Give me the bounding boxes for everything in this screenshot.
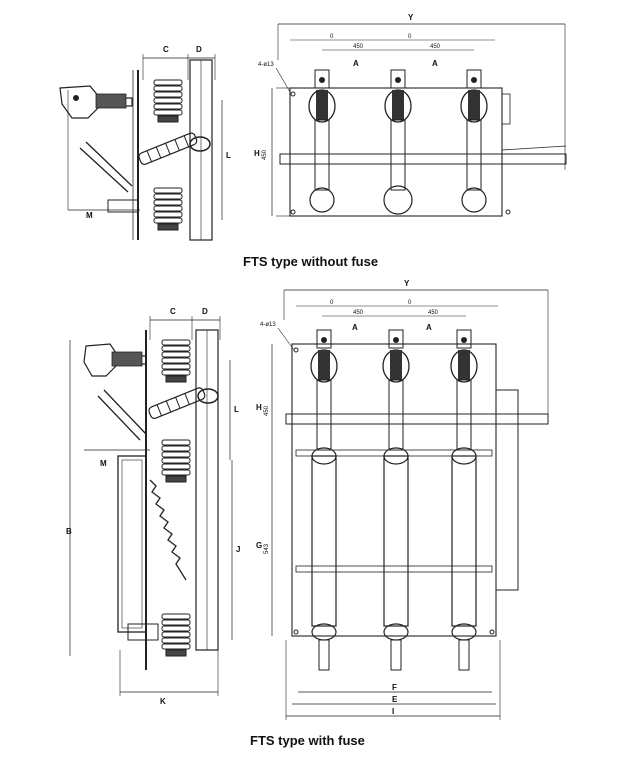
svg-text:450: 450 (264, 405, 270, 416)
bot-dim-G: G (256, 541, 262, 550)
bot-dim-K: K (160, 697, 166, 706)
top-dim-D: D (196, 45, 202, 54)
bot-dim-B: B (66, 527, 72, 536)
svg-text:450: 450 (430, 44, 441, 50)
top-dim-A1: A (353, 59, 359, 68)
bot-dim-F: F (392, 683, 397, 692)
bot-dim-H: H (256, 403, 262, 412)
bottom-side-view: C D L J (66, 307, 240, 706)
bot-dim-A2: A (426, 323, 432, 332)
bot-dim-I: I (392, 707, 394, 716)
bottom-front-view: Y 0 0 450 450 A A 4-ø13 H 450 G 543 (256, 279, 549, 720)
caption-with-fuse: FTS type with fuse (250, 733, 365, 748)
bot-dim-C: C (170, 307, 176, 316)
svg-text:450: 450 (353, 44, 364, 50)
top-side-view: C D L M (59, 45, 231, 241)
svg-text:450: 450 (262, 149, 268, 160)
caption-without-fuse: FTS type without fuse (243, 254, 379, 269)
svg-text:0: 0 (408, 34, 412, 40)
svg-text:543: 543 (264, 543, 270, 554)
svg-text:450: 450 (353, 310, 364, 316)
bot-dim-L: L (234, 405, 239, 414)
top-dim-Y: Y (408, 13, 414, 22)
bot-dim-E: E (392, 695, 398, 704)
top-front-view: Y 0 0 450 450 A A 4-ø13 H 450 (254, 13, 567, 217)
top-dim-M: M (86, 211, 93, 220)
top-dim-H: H (254, 149, 260, 158)
svg-text:0: 0 (408, 300, 412, 306)
bot-dim-D: D (202, 307, 208, 316)
bot-dim-A1: A (352, 323, 358, 332)
bot-hole-label: 4-ø13 (260, 322, 276, 328)
bot-dim-Y: Y (404, 279, 410, 288)
top-dim-C: C (163, 45, 169, 54)
svg-text:0: 0 (330, 300, 334, 306)
bot-dim-M: M (100, 459, 107, 468)
svg-text:450: 450 (428, 310, 439, 316)
top-dim-L: L (226, 151, 231, 160)
svg-text:0: 0 (330, 34, 334, 40)
bot-dim-J: J (236, 545, 240, 554)
top-dim-A2: A (432, 59, 438, 68)
top-hole-label: 4-ø13 (258, 62, 274, 68)
